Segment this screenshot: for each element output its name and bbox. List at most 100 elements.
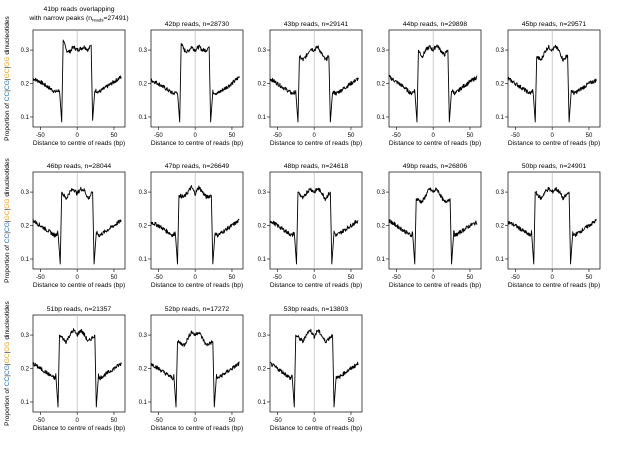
y-label-part: dinucleotides xyxy=(4,157,11,198)
x-tick-label: 0 xyxy=(550,133,554,139)
x-tick-label: -50 xyxy=(154,275,163,281)
panel-title-line2: with narrow peaks (nreads=27491) xyxy=(28,15,128,23)
plot-frame xyxy=(150,314,244,413)
panel-title: 44bp reads, n=29898 xyxy=(403,21,468,28)
series-line xyxy=(150,42,240,123)
y-tick-label: 0.1 xyxy=(139,257,148,263)
series-line xyxy=(269,187,359,265)
y-label-part: CC xyxy=(4,233,11,243)
title-subscript: reads xyxy=(92,18,104,23)
y-tick-label: 0.3 xyxy=(496,48,505,54)
plot-frame xyxy=(507,29,601,128)
y-tick-label: 0.1 xyxy=(377,257,386,263)
y-label-part: | xyxy=(4,375,11,377)
panel-title-line1: 41bp reads overlapping xyxy=(43,6,114,13)
panel-title: 47bp reads, n=26649 xyxy=(165,163,230,170)
x-axis-label: Distance to centre of reads (bp) xyxy=(270,282,362,289)
x-tick-label: 50 xyxy=(229,418,236,424)
y-tick-label: 0.2 xyxy=(496,82,505,88)
y-tick-label: 0.1 xyxy=(258,115,267,121)
panel-title: 50bp reads, n=24901 xyxy=(522,163,587,170)
y-tick-label: 0.1 xyxy=(139,115,148,121)
y-tick-label: 0.3 xyxy=(377,190,386,196)
x-tick-label: 0 xyxy=(312,133,316,139)
y-tick-label: 0.3 xyxy=(139,333,148,339)
series-line xyxy=(507,44,597,123)
x-tick-label: 0 xyxy=(431,275,435,281)
y-tick-label: 0.3 xyxy=(258,190,267,196)
y-label-part: | xyxy=(4,66,11,68)
y-tick-label: 0.3 xyxy=(21,333,30,339)
y-tick-label: 0.2 xyxy=(496,224,505,230)
x-tick-label: -50 xyxy=(154,418,163,424)
x-tick-label: -50 xyxy=(273,275,282,281)
plot-frame xyxy=(269,29,363,128)
plot-frame xyxy=(150,29,244,128)
x-axis-label: Distance to centre of reads (bp) xyxy=(270,140,362,147)
plot-frame xyxy=(269,171,363,270)
y-label-part: GG xyxy=(4,342,11,352)
x-tick-label: -50 xyxy=(511,275,520,281)
x-tick-label: -50 xyxy=(392,275,401,281)
x-axis-label: Distance to centre of reads (bp) xyxy=(270,425,362,432)
y-tick-label: 0.1 xyxy=(496,115,505,121)
x-tick-label: 50 xyxy=(111,133,118,139)
y-tick-label: 0.3 xyxy=(139,190,148,196)
x-axis-label: Distance to centre of reads (bp) xyxy=(151,282,243,289)
y-tick-label: 0.3 xyxy=(496,190,505,196)
panel-title: 51bp reads, n=21357 xyxy=(47,306,112,313)
plot-frame xyxy=(32,314,126,413)
x-tick-label: 50 xyxy=(586,275,593,281)
x-tick-label: -50 xyxy=(273,133,282,139)
series-line xyxy=(388,44,478,123)
x-axis-label: Distance to centre of reads (bp) xyxy=(508,140,600,147)
panel-title: 46bp reads, n=28044 xyxy=(47,163,112,170)
y-tick-label: 0.1 xyxy=(21,400,30,406)
series-line xyxy=(269,45,359,123)
y-tick-label: 0.1 xyxy=(21,257,30,263)
y-label-part: GG xyxy=(4,199,11,209)
y-label-part: Proportion of xyxy=(4,101,11,141)
y-label-part: | xyxy=(4,363,11,365)
x-tick-label: -50 xyxy=(511,133,520,139)
series-line xyxy=(269,328,359,408)
y-tick-label: 0.1 xyxy=(139,400,148,406)
panel-title: 42bp reads, n=28730 xyxy=(165,21,230,28)
y-label-part: | xyxy=(4,232,11,234)
y-label-part: | xyxy=(4,208,11,210)
y-label-part: dinucleotides xyxy=(4,300,11,341)
x-tick-label: 50 xyxy=(348,418,355,424)
y-label-part: | xyxy=(4,351,11,353)
title-text: with narrow peaks (n xyxy=(28,15,92,22)
x-tick-label: 50 xyxy=(111,418,118,424)
y-tick-label: 0.3 xyxy=(21,190,30,196)
panel-title: 45bp reads, n=29571 xyxy=(522,21,587,28)
y-label-part: Proportion of xyxy=(4,243,11,283)
x-tick-label: 50 xyxy=(467,275,474,281)
y-tick-label: 0.2 xyxy=(377,224,386,230)
plot-frame xyxy=(269,314,363,413)
x-tick-label: -50 xyxy=(392,133,401,139)
x-tick-label: -50 xyxy=(273,418,282,424)
y-tick-label: 0.2 xyxy=(258,224,267,230)
y-label-part: | xyxy=(4,90,11,92)
x-tick-label: 0 xyxy=(193,418,197,424)
y-tick-label: 0.2 xyxy=(258,82,267,88)
y-tick-label: 0.2 xyxy=(139,82,148,88)
x-tick-label: 0 xyxy=(75,275,79,281)
y-tick-label: 0.1 xyxy=(21,115,30,121)
x-tick-label: 50 xyxy=(467,133,474,139)
plot-frame xyxy=(32,171,126,270)
x-tick-label: 50 xyxy=(586,133,593,139)
x-tick-label: -50 xyxy=(36,133,45,139)
panel-title: 52bp reads, n=17272 xyxy=(165,306,230,313)
row-3-y-axis-label: Proportion of CC|CG|GC|GG dinucleotides xyxy=(4,300,11,425)
panel-title: 53bp reads, n=13803 xyxy=(284,306,349,313)
x-tick-label: 0 xyxy=(193,275,197,281)
